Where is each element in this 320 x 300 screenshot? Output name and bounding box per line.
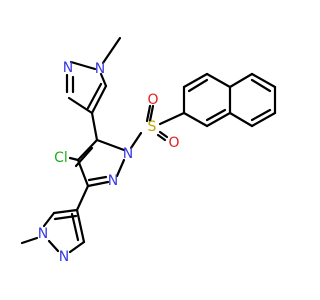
bond xyxy=(250,111,277,128)
bond xyxy=(75,184,90,212)
nitrogen-label: N xyxy=(63,60,73,76)
bond xyxy=(156,133,167,142)
bond xyxy=(95,138,126,152)
sulfur-label: S xyxy=(148,119,157,135)
bond xyxy=(20,236,39,245)
bond xyxy=(158,111,186,126)
bond xyxy=(158,130,169,139)
bond xyxy=(90,111,99,142)
bond xyxy=(145,104,152,123)
nitrogen-label: N xyxy=(95,61,105,77)
bond xyxy=(68,156,80,162)
bond xyxy=(70,212,80,242)
bond xyxy=(90,84,108,115)
bond xyxy=(182,72,209,89)
atom-labels: N N N N N N Cl S O O xyxy=(38,60,180,265)
nitrogen-label: N xyxy=(108,173,118,189)
oxygen-label: O xyxy=(168,135,179,151)
bond xyxy=(52,208,79,215)
bond xyxy=(182,111,209,128)
bond xyxy=(86,180,110,188)
bond xyxy=(228,72,254,89)
bond xyxy=(75,208,86,244)
bond xyxy=(205,111,232,128)
bond xyxy=(250,78,272,93)
bond xyxy=(250,108,272,122)
bond xyxy=(129,131,143,150)
bond xyxy=(87,175,108,182)
nitrogen-label: N xyxy=(38,226,48,242)
bond xyxy=(205,72,232,89)
bond xyxy=(228,111,254,128)
molecule-structure: N N N N N N Cl S O O xyxy=(20,36,277,265)
bond xyxy=(67,96,94,115)
bonds xyxy=(20,36,277,254)
nitrogen-label: N xyxy=(59,249,69,265)
bond xyxy=(99,72,108,88)
bond xyxy=(69,60,97,71)
bond xyxy=(148,104,155,123)
bond xyxy=(101,36,122,65)
bond xyxy=(250,72,277,89)
bond xyxy=(76,158,90,188)
bond xyxy=(187,78,209,93)
bond xyxy=(42,211,56,228)
bond xyxy=(86,82,103,110)
nitrogen-label: N xyxy=(123,146,133,162)
bond xyxy=(115,158,126,178)
bond xyxy=(76,138,99,162)
bond xyxy=(68,240,86,254)
bond xyxy=(205,108,227,122)
chlorine-label: Cl xyxy=(54,150,68,166)
oxygen-label: O xyxy=(147,92,158,108)
bond xyxy=(47,239,60,253)
